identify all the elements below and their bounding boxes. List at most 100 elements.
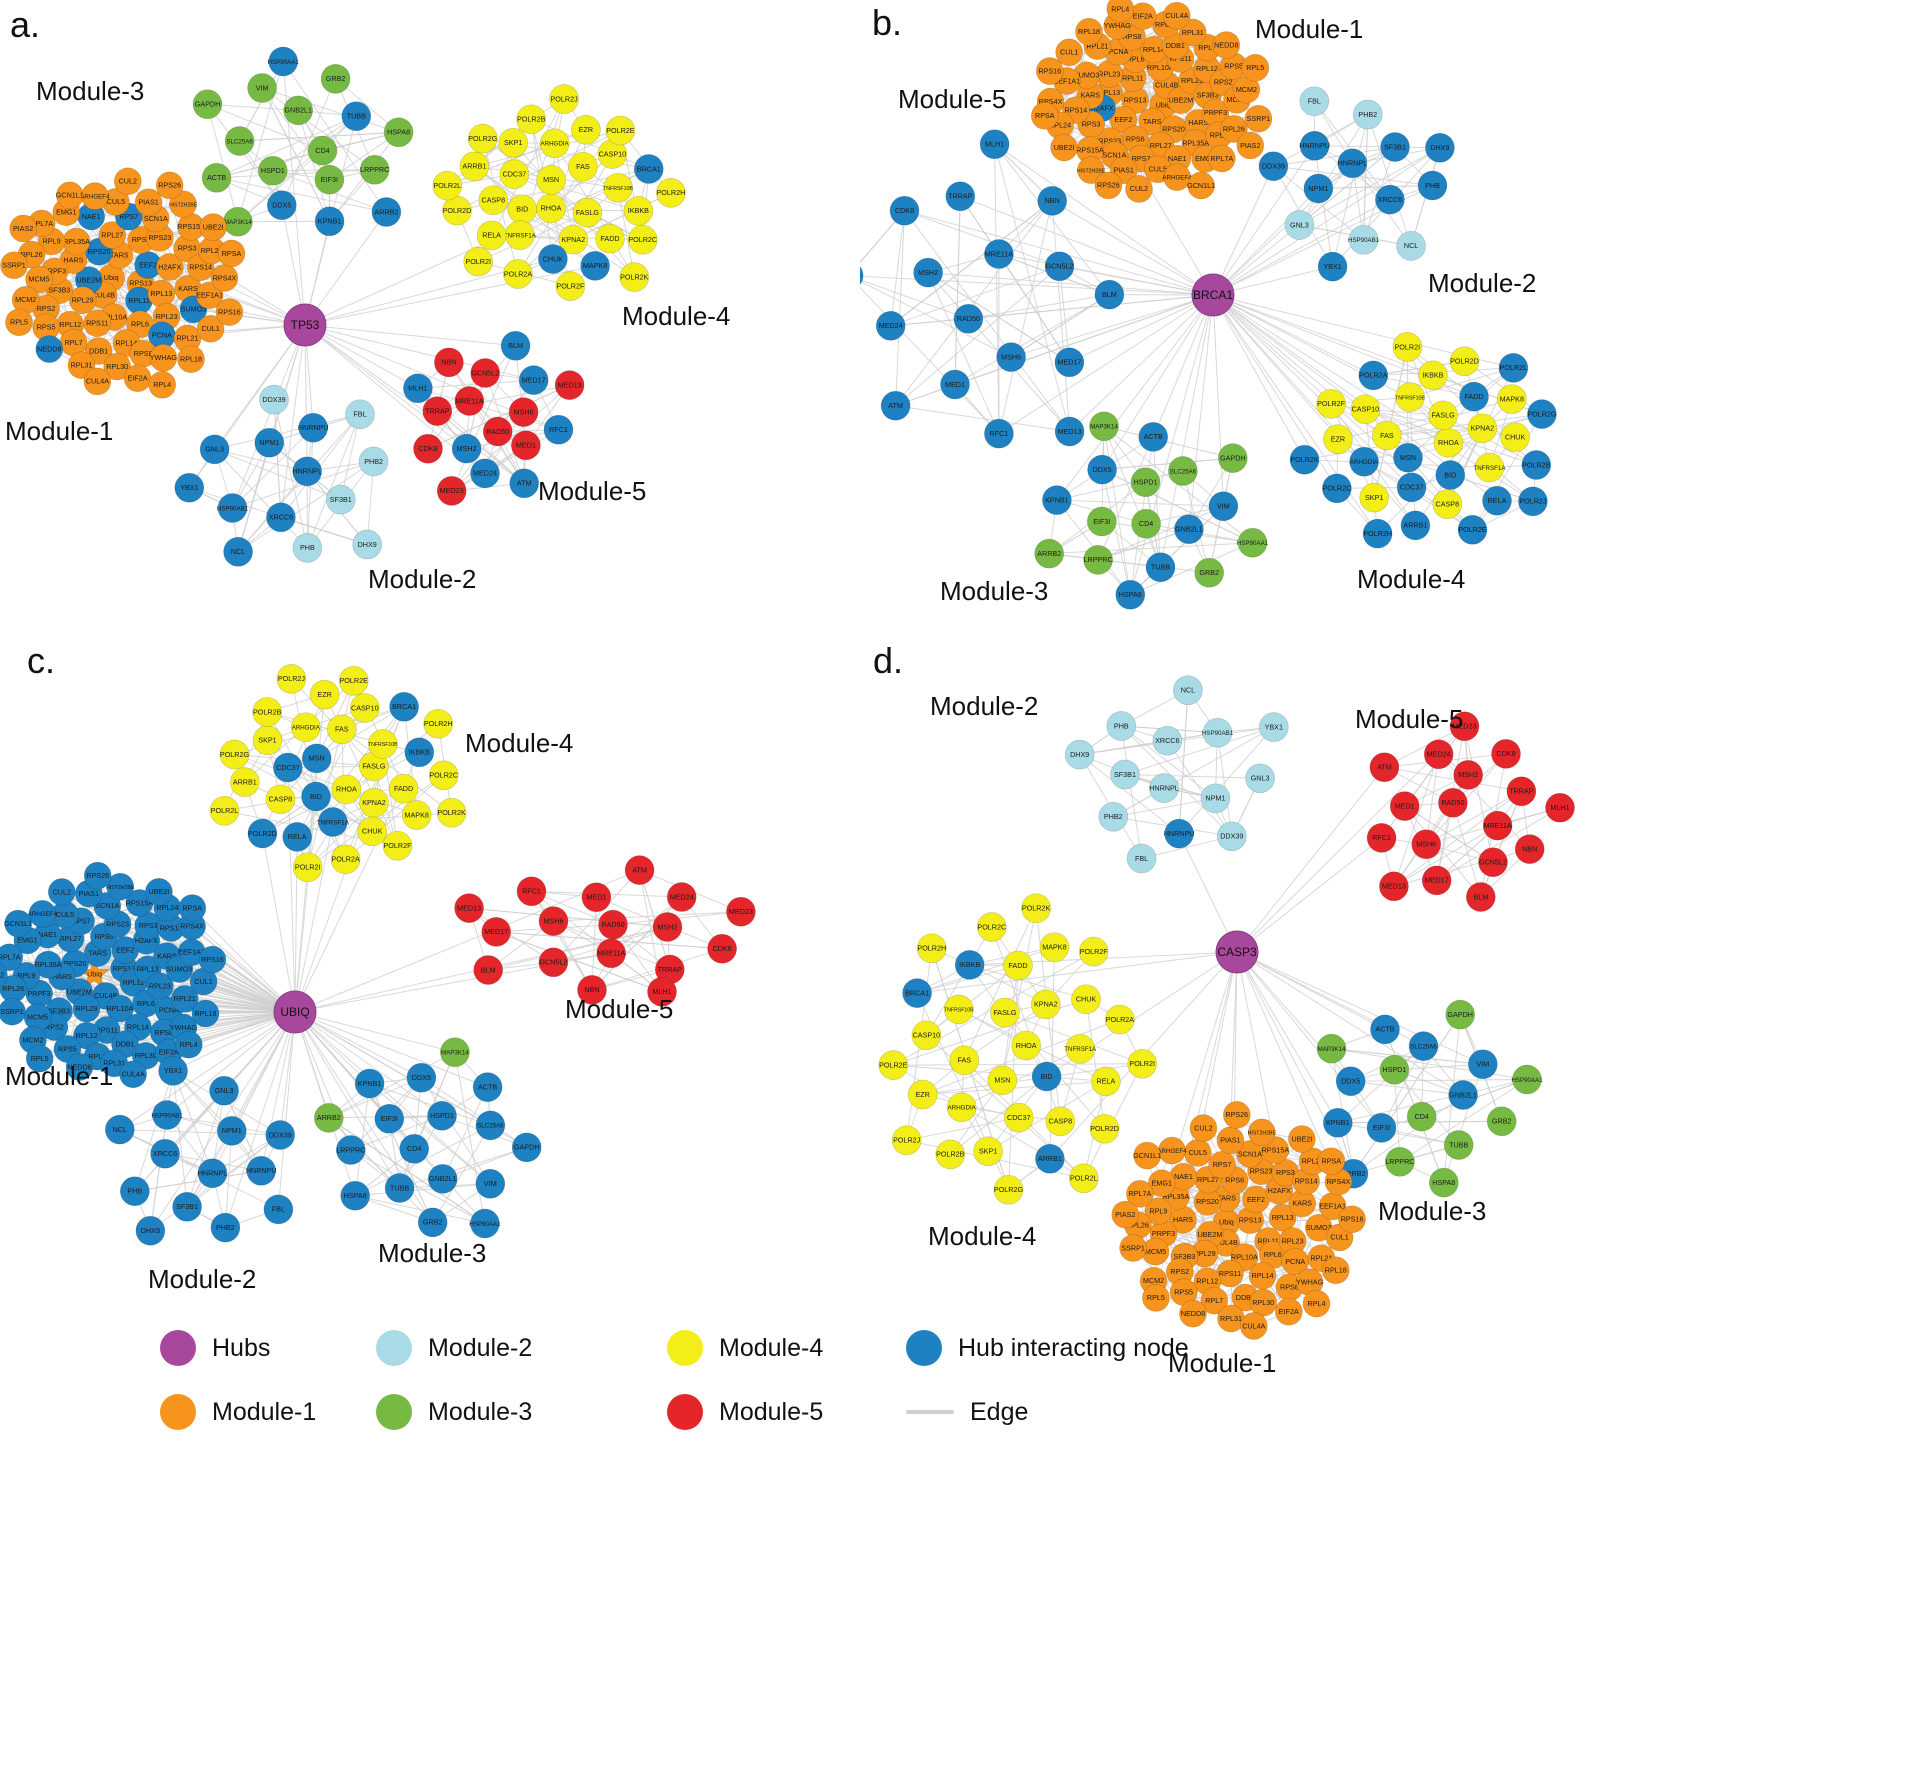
- node-MSH6[interactable]: MSH6: [508, 397, 539, 427]
- node-MAP3K14[interactable]: MAP3K14: [440, 1037, 470, 1068]
- node-GNL3[interactable]: GNL3: [209, 1075, 239, 1106]
- node-POLR2G[interactable]: POLR2G: [1527, 399, 1557, 429]
- node-POLR2A[interactable]: POLR2A: [1358, 360, 1389, 391]
- node-CUL4A[interactable]: CUL4A: [83, 367, 112, 396]
- node-GCN5L2[interactable]: GCN5L2: [1478, 847, 1508, 878]
- node-EZR[interactable]: EZR: [907, 1079, 938, 1110]
- node-NBN[interactable]: NBN: [434, 347, 464, 378]
- node-RPS11[interactable]: RPS11: [83, 309, 112, 338]
- node-GNL3[interactable]: GNL3: [199, 434, 230, 465]
- node-TRRAP[interactable]: TRRAP: [422, 396, 453, 426]
- node-EZR[interactable]: EZR: [309, 679, 340, 710]
- node-KPNA2[interactable]: KPNA2: [1030, 989, 1061, 1020]
- node-ARRB1[interactable]: ARRB1: [229, 767, 260, 797]
- node-POLR2E[interactable]: POLR2E: [338, 666, 369, 696]
- node-PIAS1[interactable]: PIAS1: [1216, 1126, 1245, 1155]
- node-POLR2L[interactable]: POLR2L: [432, 170, 463, 201]
- node-IKBKB[interactable]: IKBKB: [1418, 360, 1448, 391]
- node-YWHAG[interactable]: YWHAG: [149, 343, 178, 372]
- node-HSP90AB1[interactable]: HSP90AB1: [1202, 717, 1234, 748]
- node-HSP90AA1[interactable]: HSP90AA1: [1511, 1064, 1543, 1095]
- hub-node-CASP3[interactable]: CASP3: [1215, 930, 1259, 974]
- node-NPM1[interactable]: NPM1: [254, 427, 285, 458]
- node-RAD50[interactable]: RAD50: [953, 303, 984, 334]
- node-MLH1[interactable]: MLH1: [1545, 792, 1575, 823]
- node-EIF2A[interactable]: EIF2A: [123, 364, 152, 393]
- node-TRRAP[interactable]: TRRAP: [945, 181, 976, 212]
- node-PIAS2[interactable]: PIAS2: [9, 214, 38, 243]
- node-RPL13[interactable]: RPL13: [147, 279, 176, 308]
- node-POLR2L[interactable]: POLR2L: [1068, 1163, 1099, 1194]
- node-MED13[interactable]: MED13: [1054, 416, 1085, 447]
- node-HNRNPL[interactable]: HNRNPL: [1149, 773, 1179, 803]
- node-SKP1[interactable]: SKP1: [498, 127, 529, 158]
- node-CUL4A[interactable]: CUL4A: [119, 1060, 147, 1089]
- node-DHX9[interactable]: DHX9: [1064, 739, 1095, 770]
- node-KPNB1[interactable]: KPNB1: [354, 1068, 385, 1099]
- node-MED1[interactable]: MED1: [581, 882, 612, 913]
- node-GNB2L1[interactable]: GNB2L1: [1174, 514, 1204, 545]
- node-IKBKB[interactable]: IKBKB: [954, 950, 985, 980]
- node-UBE2I[interactable]: UBE2I: [1288, 1125, 1316, 1153]
- node-ARHGDIA[interactable]: ARHGDIA: [1349, 446, 1379, 477]
- node-CASP10[interactable]: CASP10: [1350, 394, 1381, 425]
- node-MAPK8[interactable]: MAPK8: [1039, 932, 1070, 963]
- node-FADD[interactable]: FADD: [1459, 381, 1489, 412]
- node-BLM[interactable]: BLM: [500, 330, 531, 361]
- node-ARHGDIA[interactable]: ARHGDIA: [539, 128, 570, 159]
- node-HSPA8[interactable]: HSPA8: [1428, 1167, 1459, 1198]
- node-POLR2H[interactable]: POLR2H: [916, 933, 947, 964]
- node-MSN[interactable]: MSN: [1393, 442, 1423, 473]
- node-NPM1[interactable]: NPM1: [1200, 783, 1231, 814]
- node-RPS16[interactable]: RPS16: [215, 298, 244, 326]
- node-MED24[interactable]: MED24: [666, 882, 697, 912]
- node-NCL[interactable]: NCL: [1396, 231, 1426, 261]
- node-ACTB[interactable]: ACTB: [472, 1072, 503, 1102]
- node-NEDD8[interactable]: NEDD8: [1212, 31, 1241, 59]
- node-MED23[interactable]: MED23: [726, 896, 756, 927]
- node-CDK8[interactable]: CDK8: [707, 933, 737, 964]
- node-XRCC6[interactable]: XRCC6: [1375, 184, 1405, 215]
- node-POLR2D[interactable]: POLR2D: [1449, 346, 1480, 377]
- node-SLC25A6[interactable]: SLC25A6: [224, 126, 255, 156]
- node-POLR2E[interactable]: POLR2E: [878, 1050, 909, 1080]
- node-SF3B1[interactable]: SF3B1: [1110, 759, 1140, 790]
- node-CUL2[interactable]: CUL2: [1125, 175, 1153, 203]
- node-CHUK[interactable]: CHUK: [1071, 984, 1101, 1015]
- node-ARHGDIA[interactable]: ARHGDIA: [946, 1092, 977, 1123]
- node-MRE11A[interactable]: MRE11A: [984, 239, 1014, 269]
- node-MED23[interactable]: MED23: [436, 476, 467, 506]
- node-POLR2I[interactable]: POLR2I: [1127, 1048, 1158, 1079]
- node-YBX1[interactable]: YBX1: [1317, 251, 1348, 282]
- node-POLR2H[interactable]: POLR2H: [423, 708, 454, 739]
- node-HSPA8[interactable]: HSPA8: [383, 117, 414, 148]
- node-DDX5[interactable]: DDX5: [266, 190, 297, 221]
- node-CD4[interactable]: CD4: [1406, 1101, 1437, 1132]
- node-EZR[interactable]: EZR: [571, 114, 601, 145]
- node-POLR2I[interactable]: POLR2I: [463, 246, 494, 277]
- node-POLR2A[interactable]: POLR2A: [330, 844, 361, 875]
- node-POLR2B[interactable]: POLR2B: [935, 1139, 966, 1170]
- node-MED24[interactable]: MED24: [875, 310, 906, 341]
- node-MAPK8[interactable]: MAPK8: [1496, 384, 1527, 414]
- node-VIM[interactable]: VIM: [475, 1168, 506, 1199]
- node-YBX1[interactable]: YBX1: [158, 1056, 188, 1086]
- node-POLR2B[interactable]: POLR2B: [252, 697, 283, 727]
- node-XRCC6[interactable]: XRCC6: [266, 502, 296, 533]
- node-RPL4[interactable]: RPL4: [1106, 0, 1135, 23]
- node-MED17[interactable]: MED17: [518, 365, 549, 395]
- node-GNB2L1[interactable]: GNB2L1: [1448, 1080, 1478, 1110]
- node-POLR2F[interactable]: POLR2F: [1316, 389, 1346, 419]
- node-MAPK8[interactable]: MAPK8: [580, 251, 610, 281]
- node-POLR2F[interactable]: POLR2F: [1078, 936, 1109, 967]
- node-NBN[interactable]: NBN: [1037, 186, 1068, 216]
- node-HSP90AA1[interactable]: HSP90AA1: [268, 46, 300, 77]
- node-FBL[interactable]: FBL: [1126, 843, 1157, 874]
- node-RPL4[interactable]: RPL4: [148, 370, 177, 399]
- node-GAPDH[interactable]: GAPDH: [1217, 443, 1248, 473]
- node-CASP8[interactable]: CASP8: [1045, 1106, 1076, 1137]
- node-DHX9[interactable]: DHX9: [352, 529, 383, 560]
- node-YBX1[interactable]: YBX1: [174, 472, 205, 503]
- node-POLR2L[interactable]: POLR2L: [1498, 353, 1529, 383]
- node-TNFRSF10B[interactable]: TNFRSF10B: [944, 994, 974, 1025]
